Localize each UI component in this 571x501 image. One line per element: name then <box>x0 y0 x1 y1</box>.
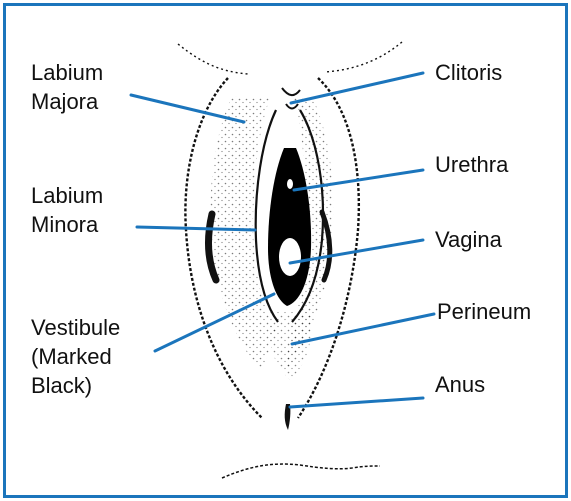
label-perineum: Perineum <box>437 297 531 326</box>
vestibule-shape <box>268 148 311 306</box>
label-labium-majora: Labium Majora <box>31 58 103 116</box>
perineum-shading <box>269 312 311 380</box>
upper-left-outline <box>178 44 248 74</box>
vaginal-opening <box>279 238 301 276</box>
urethra-opening <box>287 179 293 189</box>
label-anus: Anus <box>435 370 485 399</box>
label-labium-minora: Labium Minora <box>31 181 103 239</box>
upper-right-outline <box>325 42 402 72</box>
label-urethra: Urethra <box>435 150 508 179</box>
label-vagina: Vagina <box>435 225 502 254</box>
lower-contour <box>222 464 380 478</box>
leader-anus <box>290 398 423 407</box>
label-clitoris: Clitoris <box>435 58 502 87</box>
leader-clitoris <box>291 73 423 103</box>
label-vestibule: Vestibule (Marked Black) <box>31 313 120 400</box>
